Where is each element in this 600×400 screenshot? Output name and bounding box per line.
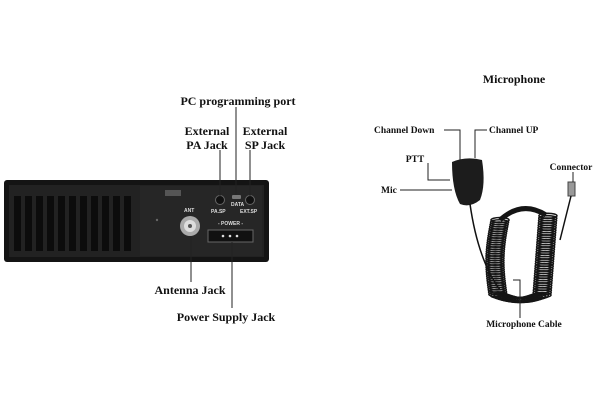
- heatsink-fin: [47, 196, 54, 251]
- marking-pa-sp: PA.SP: [211, 209, 226, 215]
- data-port: [232, 195, 241, 199]
- label-mic: Mic: [381, 186, 397, 196]
- label-channel-up: Channel UP: [489, 126, 539, 136]
- marking-power: - POWER -: [218, 221, 243, 227]
- label-connector: Connector: [550, 163, 594, 173]
- marking-data: DATA: [231, 202, 245, 208]
- label-external-sp-line1: External: [243, 124, 288, 138]
- heatsink-fins: [14, 196, 131, 251]
- coiled-cable: [485, 206, 558, 304]
- label-external-pa-line2: PA Jack: [186, 138, 228, 152]
- heatsink-fin: [69, 196, 76, 251]
- label-ptt: PTT: [406, 155, 425, 165]
- label-power-supply-jack: Power Supply Jack: [177, 310, 276, 324]
- marking-ext-sp: EXT.SP: [240, 209, 258, 215]
- heatsink-fin: [113, 196, 120, 251]
- heatsink-fin: [58, 196, 65, 251]
- heatsink-fin: [102, 196, 109, 251]
- label-microphone-cable: Microphone Cable: [486, 320, 562, 330]
- usb-port: [165, 190, 181, 196]
- coil-loop: [537, 214, 558, 222]
- heatsink-fin: [124, 196, 131, 251]
- coil-loop: [538, 212, 558, 220]
- label-external-sp-line2: SP Jack: [245, 138, 286, 152]
- marking-ant: ANT: [184, 208, 194, 214]
- microphone-image: [452, 158, 576, 304]
- heatsink-fin: [80, 196, 87, 251]
- coil-top: [498, 206, 548, 222]
- heatsink-fin: [14, 196, 21, 251]
- label-external-pa-line1: External: [185, 124, 230, 138]
- heatsink-fin: [91, 196, 98, 251]
- label-pc-programming-port: PC programming port: [180, 94, 295, 108]
- connector-plug: [567, 181, 576, 197]
- label-channel-down: Channel Down: [374, 126, 435, 136]
- radio-rear-panel: ANT DATA PA.SP EXT.SP - POWER -: [4, 180, 269, 262]
- heatsink-fin: [25, 196, 32, 251]
- microphone-title: Microphone: [483, 72, 546, 86]
- label-antenna-jack: Antenna Jack: [154, 283, 225, 297]
- heatsink-fin: [36, 196, 43, 251]
